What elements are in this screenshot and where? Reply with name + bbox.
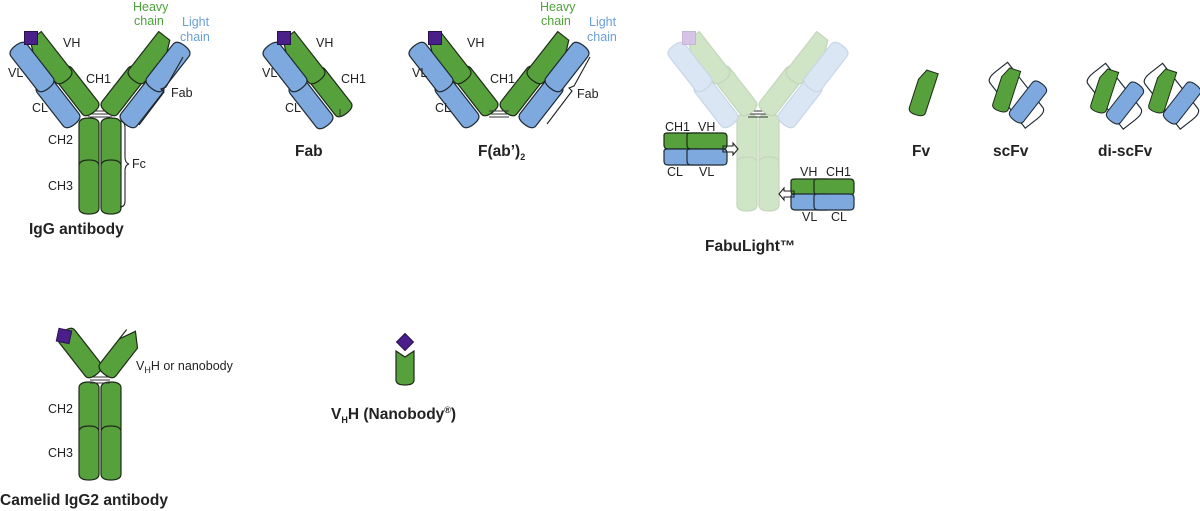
fv-domain — [907, 68, 939, 118]
igg-fab-label: Fab — [171, 86, 193, 100]
fabulight-right-cl-label: CL — [831, 210, 847, 224]
fabulight-left-vh — [686, 132, 728, 150]
discfv-title: di-scFv — [1098, 143, 1153, 160]
fab2-vl-label: VL — [412, 66, 427, 80]
fab-fragment: VH VL CH1 CL Fab — [259, 30, 366, 160]
fabulight-left-vl-label: VL — [699, 165, 714, 179]
camelid-vhh-label: VHH or nanobody — [136, 359, 234, 375]
fabulight-right-ch1 — [813, 178, 855, 196]
fab-vl-label: VL — [262, 66, 277, 80]
camelid-antigen — [55, 327, 73, 345]
camelid-ch3-left — [78, 425, 100, 481]
fv-title: Fv — [912, 143, 930, 160]
fabulight: CH1 VH CL VL VH CH1 VL CL FabuLight™ — [663, 30, 855, 255]
fab2-cl-label: CL — [435, 101, 451, 115]
igg-title: IgG antibody — [29, 221, 124, 238]
nanobody: VHH (Nanobody®) — [331, 332, 456, 425]
fabulight-left-arrow — [722, 141, 739, 157]
fv-fragment: Fv — [907, 68, 939, 160]
fab2-ch1-label: CH1 — [490, 72, 515, 86]
igg-ch1-label: CH1 — [86, 72, 111, 86]
fab2-light-chain-label-1: Light — [589, 15, 617, 29]
igg-fc-label: Fc — [132, 157, 146, 171]
camelid-ch2-label: CH2 — [48, 402, 73, 416]
igg-ch2-label: CH2 — [48, 133, 73, 147]
fabulight-left-cl-label: CL — [667, 165, 683, 179]
fab2-fragment: VH VL CH1 CL Heavy chain Light chain Fab… — [405, 0, 617, 162]
igg-antibody: VH VL CH1 CL CH2 CH3 Heavy chain Light c… — [6, 0, 210, 238]
fabulight-title: FabuLight™ — [705, 238, 795, 255]
igg-ch3-left — [78, 159, 100, 215]
igg-ch3-right — [100, 159, 122, 215]
igg-light-chain-label-2: chain — [180, 30, 210, 44]
fab2-heavy-chain-label-1: Heavy — [540, 0, 576, 14]
fabulight-right-arrow — [778, 186, 795, 202]
fab2-title: F(ab’)2 — [478, 143, 525, 162]
igg-cl-label: CL — [32, 101, 48, 115]
fab2-heavy-chain-label-2: chain — [541, 14, 571, 28]
fabulight-left-vl — [686, 148, 728, 166]
igg-heavy-chain-label-2: chain — [134, 14, 164, 28]
igg-vh-label: VH — [63, 36, 80, 50]
fabulight-right-ch1-label: CH1 — [826, 165, 851, 179]
camelid-ch3-label: CH3 — [48, 446, 73, 460]
nanobody-antigen — [395, 332, 415, 352]
fab2-light-chain-label-2: chain — [587, 30, 617, 44]
fab-antigen — [277, 31, 291, 45]
igg-fab-brace — [138, 56, 184, 126]
camelid-title: Camelid IgG2 antibody — [0, 492, 168, 509]
nanobody-domain — [395, 349, 415, 386]
igg-antigen — [24, 31, 38, 45]
fab-cl-label: CL — [285, 101, 301, 115]
nanobody-title: VHH (Nanobody®) — [331, 405, 456, 425]
igg-heavy-chain-label-1: Heavy — [133, 0, 169, 14]
fab-ch1-label: CH1 — [341, 72, 366, 86]
fab2-vh-label: VH — [467, 36, 484, 50]
fab2-fab-label: Fab — [577, 87, 599, 101]
igg-vl-label: VL — [8, 66, 23, 80]
fab2-fab-brace — [546, 56, 591, 125]
camelid-ch3-right — [100, 425, 122, 481]
scfv-fragment: scFv — [986, 61, 1050, 160]
fabulight-left-vh-label: VH — [698, 120, 715, 134]
fabulight-left-ch1-label: CH1 — [665, 120, 690, 134]
fab-vh-label: VH — [316, 36, 333, 50]
fab2-antigen — [428, 31, 442, 45]
igg-fc-brace — [119, 120, 130, 208]
fabulight-right-cl — [813, 193, 855, 211]
fabulight-right-vl-label: VL — [802, 210, 817, 224]
fabulight-right-vh-label: VH — [800, 165, 817, 179]
igg-light-chain-label-1: Light — [182, 15, 210, 29]
igg-ch3-label: CH3 — [48, 179, 73, 193]
scfv-title: scFv — [993, 143, 1029, 160]
discfv-fragment: di-scFv — [1084, 62, 1200, 160]
fab-title: Fab — [295, 143, 323, 160]
camelid-igg2: VHH or nanobody CH2 CH3 Camelid IgG2 ant… — [0, 324, 234, 509]
